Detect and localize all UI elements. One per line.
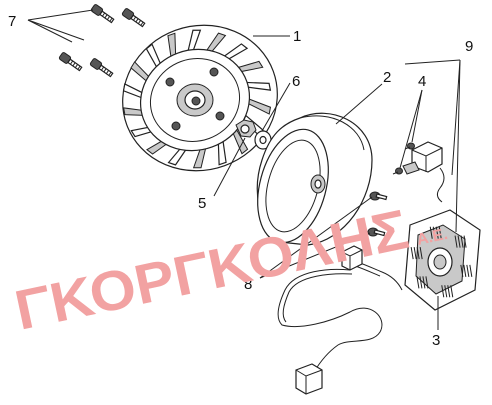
watermark-text: ΓΚΟΡΓΚΟΛΗΣ <box>9 197 413 342</box>
winding-line <box>469 264 473 277</box>
coil-screw-lower <box>392 167 403 175</box>
winding-line <box>410 247 414 260</box>
winding-line <box>413 247 417 260</box>
callout-8: 8 <box>244 276 252 293</box>
stator-windings <box>410 226 473 298</box>
winding-line <box>422 276 426 289</box>
stator-screw-lower <box>367 227 386 237</box>
bolt-upper-right <box>121 8 146 28</box>
callout-7: 7 <box>8 13 16 30</box>
cooling-fan <box>122 24 278 172</box>
bolt-lower-left <box>58 52 83 72</box>
winding-line <box>419 247 423 260</box>
callout-6: 6 <box>292 73 300 90</box>
winding-line <box>463 235 467 248</box>
winding-line <box>447 285 451 298</box>
winding-line <box>432 226 436 239</box>
winding-line <box>463 264 467 277</box>
callout-2: 2 <box>383 69 391 86</box>
flywheel-washer <box>254 130 272 150</box>
winding-line <box>441 285 445 298</box>
callout-3: 3 <box>432 332 440 349</box>
bolt-lower-right <box>89 58 114 78</box>
winding-line <box>435 226 439 239</box>
callout-4: 4 <box>418 73 426 90</box>
callout-9: 9 <box>465 38 473 55</box>
leader-lines <box>27 9 461 330</box>
callout-1: 1 <box>293 28 301 45</box>
winding-line <box>444 285 448 298</box>
winding-line <box>450 285 454 298</box>
winding-line <box>460 235 464 248</box>
stator-screw-upper <box>369 191 388 201</box>
winding-line <box>460 264 464 277</box>
winding-line <box>425 276 429 289</box>
flywheel-rotor <box>256 112 373 246</box>
callout-5: 5 <box>198 195 206 212</box>
winding-line <box>419 276 423 289</box>
winding-line <box>438 226 442 239</box>
winding-line <box>454 235 458 248</box>
flywheel-nut <box>235 119 257 138</box>
watermark-suffix: Α.Ε. <box>415 226 449 249</box>
winding-line <box>416 276 420 289</box>
winding-line <box>457 235 461 248</box>
stator-assembly <box>277 209 481 395</box>
winding-line <box>429 226 433 239</box>
pickup-coil <box>402 141 445 203</box>
winding-line <box>416 247 420 260</box>
bolt-upper-left <box>90 4 115 24</box>
winding-line <box>466 264 470 277</box>
